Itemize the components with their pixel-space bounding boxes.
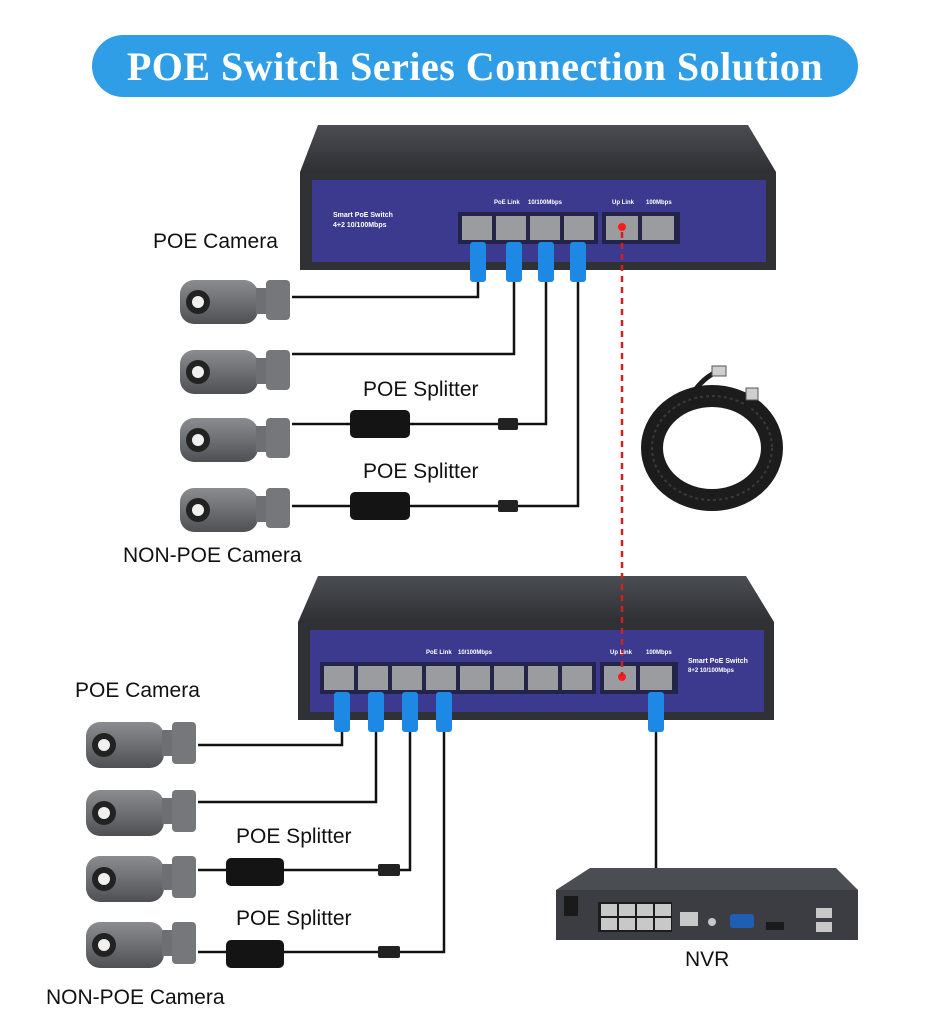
bottom-poe-splitter-label-1: POE Splitter: [236, 825, 352, 848]
nvr-poe-ports: [598, 902, 672, 932]
bottom-poe-switch: [298, 576, 774, 720]
bottom-cable-connectors: [334, 692, 664, 732]
bottom-splitter-1: [226, 858, 284, 886]
bottom-poe-splitters: [226, 858, 400, 968]
bottom-non-poe-camera-2: [86, 922, 196, 968]
top-non-poe-camera-label: NON-POE Camera: [123, 544, 302, 567]
nvr-recorder: [556, 868, 858, 940]
top-non-poe-camera-2: [180, 488, 290, 532]
bottom-switch-speed-label: 10/100Mbps: [458, 650, 493, 656]
bottom-switch-spec: 8+2 10/100Mbps: [688, 668, 734, 674]
top-poe-camera-1: [180, 280, 290, 324]
top-poe-splitter-label-1: POE Splitter: [363, 378, 479, 401]
bottom-switch-poe-link-label: PoE Link: [426, 650, 452, 656]
bottom-uplink-port-indicator: [618, 673, 626, 681]
bottom-poe-splitter-label-2: POE Splitter: [236, 907, 352, 930]
top-poe-splitters: [350, 410, 518, 520]
top-poe-splitter-label-2: POE Splitter: [363, 460, 479, 483]
top-poe-camera-label: POE Camera: [153, 230, 278, 253]
bottom-splitter-2: [226, 940, 284, 968]
page-title: POE Switch Series Connection Solution: [126, 43, 824, 89]
top-switch-poe-ports: [458, 212, 598, 244]
bottom-non-poe-camera-label: NON-POE Camera: [46, 986, 225, 1009]
top-switch-speed-label: 10/100Mbps: [528, 200, 563, 206]
top-splitter-1: [350, 410, 410, 438]
bottom-switch-uplink-ports: [600, 662, 678, 694]
bottom-switch-uplink-label: Up Link: [610, 650, 632, 656]
bottom-switch-uplink-speed-label: 100Mbps: [646, 650, 672, 656]
top-switch-spec: 4+2 10/100Mbps: [333, 222, 387, 229]
top-switch-poe-link-label: PoE Link: [494, 200, 520, 206]
bottom-switch-cables: [198, 730, 658, 954]
top-switch-name: Smart PoE Switch: [333, 212, 393, 219]
bottom-poe-camera-label: POE Camera: [75, 679, 200, 702]
top-cable-connectors: [470, 242, 586, 282]
top-switch-uplink-ports: [602, 212, 680, 244]
bottom-switch-name: Smart PoE Switch: [688, 658, 748, 665]
bottom-switch-poe-ports: [320, 662, 596, 694]
bottom-poe-camera-2: [86, 790, 196, 836]
top-splitter-2: [350, 492, 410, 520]
top-poe-camera-2: [180, 350, 290, 394]
top-switch-uplink-speed-label: 100Mbps: [646, 200, 672, 206]
nvr-label: NVR: [685, 948, 730, 971]
top-uplink-port-indicator: [618, 223, 626, 231]
top-non-poe-camera-1: [180, 418, 290, 462]
top-switch-cables: [292, 280, 580, 508]
title-banner: POE Switch Series Connection Solution: [92, 35, 858, 97]
bottom-non-poe-camera-1: [86, 856, 196, 902]
bottom-poe-camera-1: [86, 722, 196, 768]
top-switch-uplink-label: Up Link: [612, 200, 634, 206]
ethernet-cable-coil-icon: [641, 365, 783, 511]
